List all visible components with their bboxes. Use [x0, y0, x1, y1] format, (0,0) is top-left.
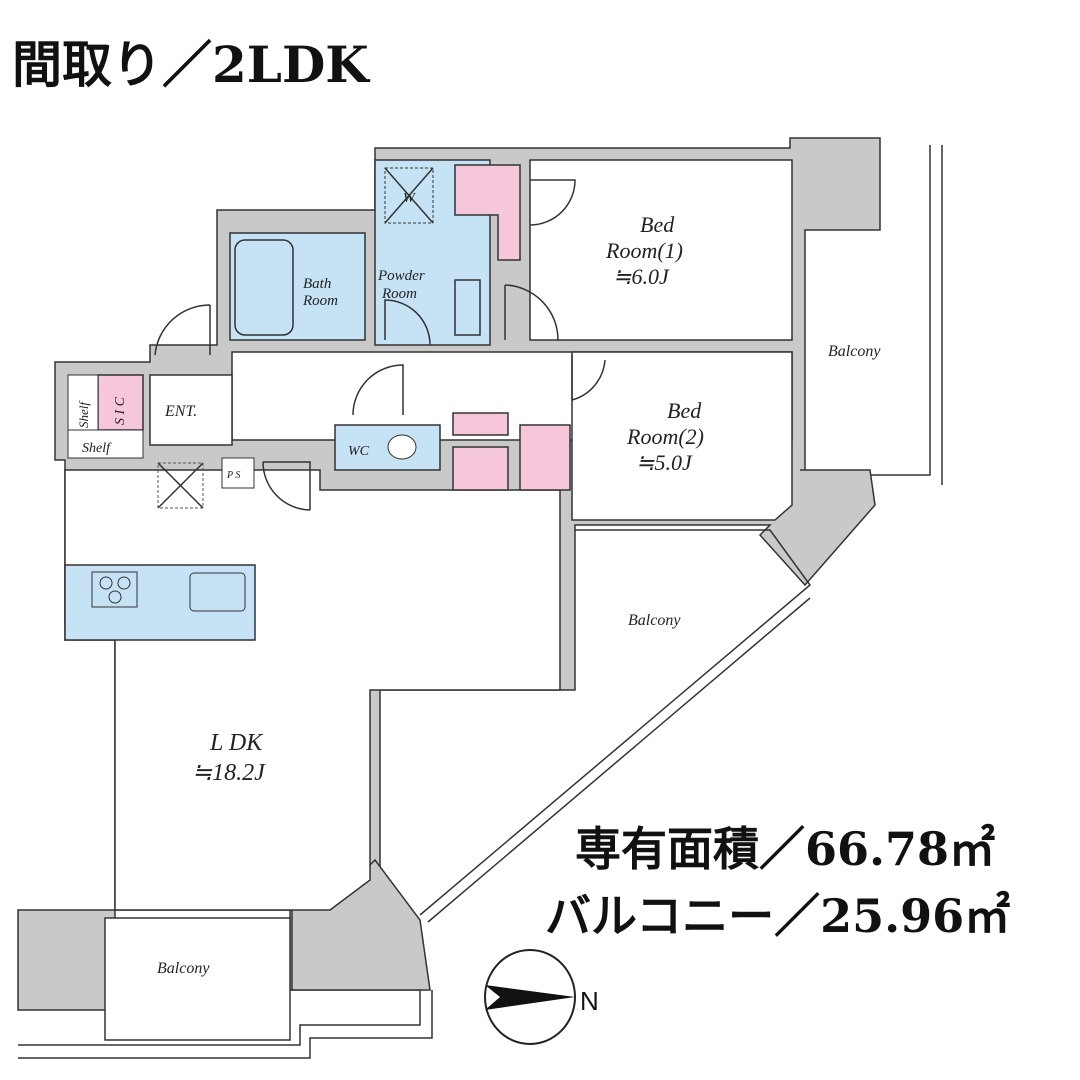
bedroom-2: [571, 351, 793, 521]
vanity-sink: [454, 279, 481, 336]
wc-label: WC: [348, 444, 370, 459]
bathtub: [234, 239, 294, 336]
closet-hall-1: [452, 412, 509, 436]
ps-space: [157, 462, 204, 509]
bed1-label-2: Room(1): [605, 238, 683, 263]
compass-icon: N: [484, 949, 599, 1045]
washer-label: W: [403, 191, 416, 206]
bed2-label: Bed: [667, 398, 702, 423]
north-label: N: [580, 986, 599, 1016]
room-labels: Bed Room(1) ≒6.0J Bed Room(2) ≒5.0J Bath…: [76, 191, 704, 977]
ps-box: [221, 457, 255, 489]
shelf-label-2: Shelf: [82, 441, 112, 456]
toilet-icon: [387, 434, 417, 460]
ps-label: P S: [226, 470, 240, 481]
entrance: [149, 374, 233, 446]
ldk: [64, 469, 561, 911]
sink-icon: [189, 572, 246, 612]
balcony-bottom: [104, 917, 291, 1041]
shelf-1: [67, 374, 99, 431]
shelf-label-1: Shelf: [76, 400, 91, 428]
entrance-label: ENT.: [164, 403, 197, 420]
closet-bedroom-1: [454, 164, 521, 261]
stove-icon: [91, 571, 138, 608]
balcony-area: バルコニー／25.96㎡: [545, 889, 1010, 943]
wc: [334, 424, 441, 471]
powder-label: Powder: [377, 268, 425, 284]
closet-bedroom-2: [519, 424, 571, 491]
kitchen-counter: [64, 564, 256, 641]
sic-label: S I C: [113, 396, 128, 425]
ldk-label: L DK: [209, 730, 264, 756]
balcony-right-label: Balcony: [828, 343, 881, 360]
bed1-label: Bed: [640, 212, 675, 237]
bath-label: Bath: [303, 276, 331, 292]
ldk-size: ≒18.2J: [192, 760, 266, 786]
bath-label-2: Room: [302, 293, 338, 309]
balcony-bottom-label: Balcony: [157, 960, 210, 977]
exclusive-area: 専有面積／66.78㎡: [575, 822, 995, 876]
balcony-middle: Balcony: [419, 529, 812, 923]
balcony-middle-label: Balcony: [628, 612, 681, 629]
washer-space: [384, 167, 434, 224]
closet-hall-2: [452, 446, 509, 491]
doors: [154, 179, 606, 511]
plan-title: 間取り／2LDK: [12, 35, 370, 94]
bed2-label-2: Room(2): [626, 424, 704, 449]
bed2-size: ≒5.0J: [636, 450, 693, 475]
bed1-size: ≒6.0J: [613, 264, 670, 289]
powder-label-2: Room: [381, 286, 417, 302]
shelf-2: [67, 429, 144, 459]
sic-closet: [97, 374, 144, 431]
